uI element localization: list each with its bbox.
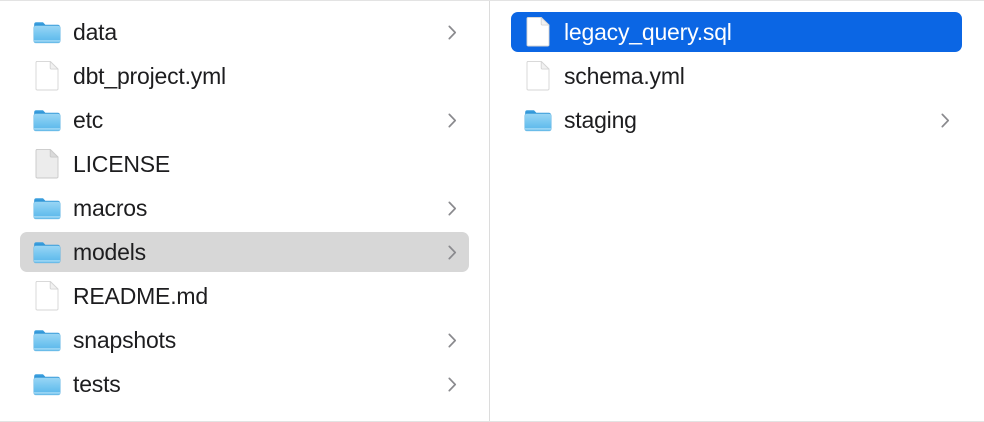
folder-icon bbox=[524, 105, 552, 135]
chevron-right-icon[interactable] bbox=[444, 330, 460, 350]
chevron-right-icon-glyph bbox=[447, 245, 456, 259]
folder-row[interactable]: models bbox=[20, 230, 469, 274]
folder-icon bbox=[33, 369, 61, 399]
file-row[interactable]: LICENSE bbox=[20, 142, 469, 186]
item-name: staging bbox=[564, 106, 637, 133]
selection-highlight bbox=[511, 12, 962, 52]
folder-icon-glyph bbox=[524, 109, 552, 131]
item-name: LICENSE bbox=[73, 150, 171, 177]
folder-row[interactable]: snapshots bbox=[20, 318, 469, 362]
folder-icon bbox=[33, 325, 61, 355]
chevron-right-icon-glyph bbox=[447, 201, 456, 215]
file-list-child: legacy_query.sql schema.yml staging bbox=[490, 10, 983, 142]
folder-icon-glyph bbox=[33, 21, 61, 43]
folder-icon-glyph bbox=[33, 373, 61, 395]
folder-icon-glyph bbox=[33, 197, 61, 219]
folder-row[interactable]: staging bbox=[511, 98, 962, 142]
file-row[interactable]: legacy_query.sql bbox=[511, 10, 962, 54]
document-icon-glyph bbox=[35, 149, 59, 179]
item-name: dbt_project.yml bbox=[73, 62, 226, 89]
item-name: macros bbox=[73, 194, 148, 221]
folder-icon-glyph bbox=[33, 109, 61, 131]
file-row[interactable]: README.md bbox=[20, 274, 469, 318]
document-icon bbox=[524, 61, 552, 91]
finder-column-child[interactable]: legacy_query.sql schema.yml staging bbox=[490, 1, 983, 421]
item-name: legacy_query.sql bbox=[564, 18, 732, 45]
document-icon-glyph bbox=[35, 61, 59, 91]
item-name: README.md bbox=[73, 282, 208, 309]
folder-row[interactable]: tests bbox=[20, 362, 469, 406]
generic-document-icon bbox=[33, 149, 61, 179]
document-icon bbox=[524, 17, 552, 47]
chevron-right-icon-glyph bbox=[447, 377, 456, 391]
folder-icon bbox=[33, 105, 61, 135]
document-icon-glyph bbox=[526, 17, 550, 47]
folder-icon bbox=[33, 193, 61, 223]
chevron-right-icon[interactable] bbox=[444, 242, 460, 262]
item-name: tests bbox=[73, 370, 121, 397]
item-name: models bbox=[73, 238, 146, 265]
document-icon-glyph bbox=[35, 281, 59, 311]
folder-icon bbox=[33, 237, 61, 267]
folder-icon-glyph bbox=[33, 241, 61, 263]
folder-icon bbox=[33, 17, 61, 47]
folder-row[interactable]: macros bbox=[20, 186, 469, 230]
folder-row[interactable]: data bbox=[20, 10, 469, 54]
folder-icon-glyph bbox=[33, 329, 61, 351]
chevron-right-icon[interactable] bbox=[444, 110, 460, 130]
item-name: etc bbox=[73, 106, 104, 133]
chevron-right-icon[interactable] bbox=[937, 110, 953, 130]
item-name: data bbox=[73, 18, 117, 45]
item-name: schema.yml bbox=[564, 62, 685, 89]
document-icon bbox=[33, 61, 61, 91]
chevron-right-icon-glyph bbox=[940, 113, 949, 127]
folder-row[interactable]: etc bbox=[20, 98, 469, 142]
file-row[interactable]: dbt_project.yml bbox=[20, 54, 469, 98]
chevron-right-icon[interactable] bbox=[444, 198, 460, 218]
file-row[interactable]: schema.yml bbox=[511, 54, 962, 98]
document-icon bbox=[33, 281, 61, 311]
item-name: snapshots bbox=[73, 326, 177, 353]
selection-highlight bbox=[20, 232, 469, 272]
chevron-right-icon[interactable] bbox=[444, 22, 460, 42]
document-icon-glyph bbox=[526, 61, 550, 91]
chevron-right-icon[interactable] bbox=[444, 374, 460, 394]
chevron-right-icon-glyph bbox=[447, 25, 456, 39]
chevron-right-icon-glyph bbox=[447, 113, 456, 127]
chevron-right-icon-glyph bbox=[447, 333, 456, 347]
